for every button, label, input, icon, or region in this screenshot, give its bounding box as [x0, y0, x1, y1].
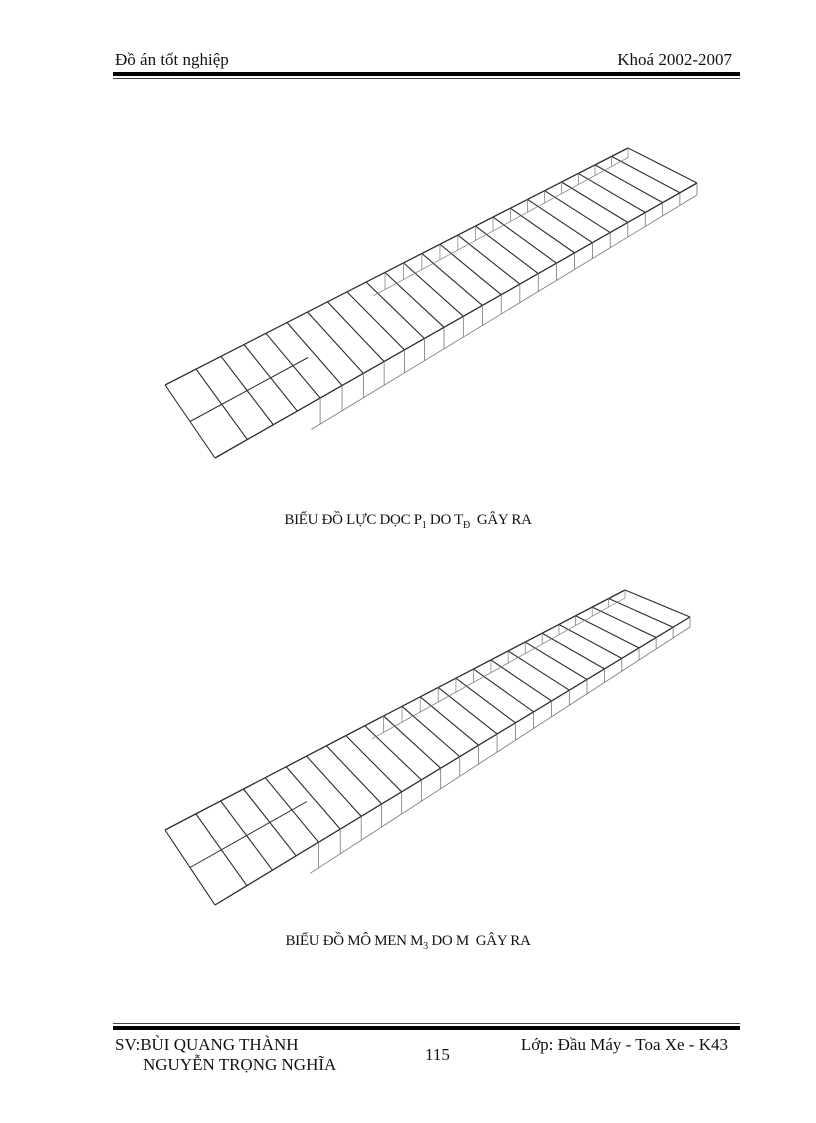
deck-crossbeam — [264, 777, 320, 843]
deck-crossbeam — [164, 384, 216, 459]
deck-crossbeam — [307, 311, 364, 374]
deck-crossbeam — [473, 668, 534, 713]
footer-student-1: SV:BÙI QUANG THÀNH — [115, 1035, 299, 1054]
deck-crossbeam — [524, 641, 588, 680]
deck-crossbeam — [383, 715, 442, 769]
deck-center-stringer — [189, 801, 308, 868]
deck-crossbeam — [490, 659, 552, 702]
deck-crossbeam — [561, 181, 629, 223]
deck-crossbeam — [627, 147, 698, 184]
header-course: Khoá 2002-2007 — [617, 50, 732, 69]
deck-crossbeam — [624, 589, 691, 618]
deck-crossbeam — [591, 606, 657, 639]
deck-crossbeam — [507, 650, 570, 691]
deck-crossbeam — [541, 632, 605, 670]
deck-crossbeam — [457, 234, 521, 285]
header-rule-thin — [113, 78, 740, 79]
deck-crossbeam — [326, 745, 383, 805]
deck-front-edge — [214, 182, 698, 459]
deck-crossbeam — [364, 725, 422, 781]
deck-crossbeam — [544, 190, 611, 233]
deck-crossbeam — [306, 755, 362, 817]
deck-crossbeam — [455, 677, 516, 724]
deck-crossbeam — [594, 164, 663, 204]
caption-sub: Đ — [463, 520, 470, 531]
footer-rule-thin — [113, 1023, 740, 1024]
deck-crossbeam — [327, 301, 385, 362]
deck-crossbeam — [575, 615, 640, 649]
deck-crossbeam — [419, 696, 479, 746]
deck-crossbeam — [346, 291, 405, 351]
deck-crossbeam — [286, 322, 343, 386]
figure-1-caption: BIỂU ĐỒ LỰC DỌC P1 DO TĐ GÂY RA — [0, 512, 816, 531]
deck-crossbeam — [384, 271, 445, 328]
deck-crossbeam — [164, 829, 216, 906]
deck-crossbeam — [403, 262, 464, 317]
deck-center-stringer — [189, 357, 309, 422]
deck-crossbeam — [439, 243, 502, 296]
deck-crossbeam — [558, 623, 623, 659]
figure-2-caption: BIỂU ĐỒ MÔ MEN M3 DO M GÂY RA — [0, 933, 816, 952]
deck-crossbeam — [220, 355, 274, 426]
footer-student-2: NGUYỄN TRỌNG NGHĨA — [143, 1055, 337, 1074]
page-number: 115 — [425, 1045, 450, 1064]
footer-class: Lớp: Đầu Máy - Toa Xe - K43 — [520, 1035, 728, 1054]
deck-crossbeam — [265, 332, 321, 399]
deck-crossbeam — [492, 216, 557, 264]
deck-back-edge — [164, 147, 629, 386]
deck-crossbeam — [195, 368, 248, 440]
caption-sub: 3 — [423, 941, 428, 952]
deck-crossbeam — [285, 766, 341, 830]
deck-crossbeam — [365, 281, 425, 339]
deck-crossbeam — [475, 225, 539, 275]
caption-text: GÂY RA — [469, 512, 532, 528]
deck-crossbeam — [608, 598, 674, 628]
deck-front-edge — [214, 616, 691, 906]
caption-text: BIỂU ĐỒ MÔ MEN M — [285, 933, 424, 949]
deck-crossbeam — [611, 155, 681, 194]
deck-back-edge — [164, 589, 626, 831]
caption-sub: 1 — [421, 520, 427, 531]
deck-crossbeam — [578, 172, 646, 213]
footer-rule-thick — [113, 1026, 740, 1030]
side-wall-bottom-edge — [309, 626, 691, 874]
caption-text: DO M GÂY RA — [427, 933, 531, 949]
header-title: Đồ án tốt nghiệp — [115, 50, 229, 69]
deck-crossbeam — [220, 800, 273, 871]
caption-text: DO T — [426, 512, 464, 528]
side-wall-bottom-edge — [311, 194, 698, 430]
deck-crossbeam — [195, 813, 248, 886]
deck-crossbeam — [527, 198, 593, 244]
deck-crossbeam — [437, 687, 498, 735]
deck-crossbeam — [243, 344, 298, 412]
deck-crossbeam — [401, 705, 461, 758]
header-rule-thick — [113, 72, 740, 76]
caption-text: BIỂU ĐỒ LỰC DỌC P — [284, 512, 422, 528]
deck-crossbeam — [421, 253, 483, 306]
deck-crossbeam — [510, 207, 575, 254]
deck-crossbeam — [243, 788, 297, 857]
back-wall-bottom-edge — [373, 157, 629, 297]
back-wall-bottom-edge — [371, 597, 626, 740]
deck-crossbeam — [345, 735, 403, 793]
